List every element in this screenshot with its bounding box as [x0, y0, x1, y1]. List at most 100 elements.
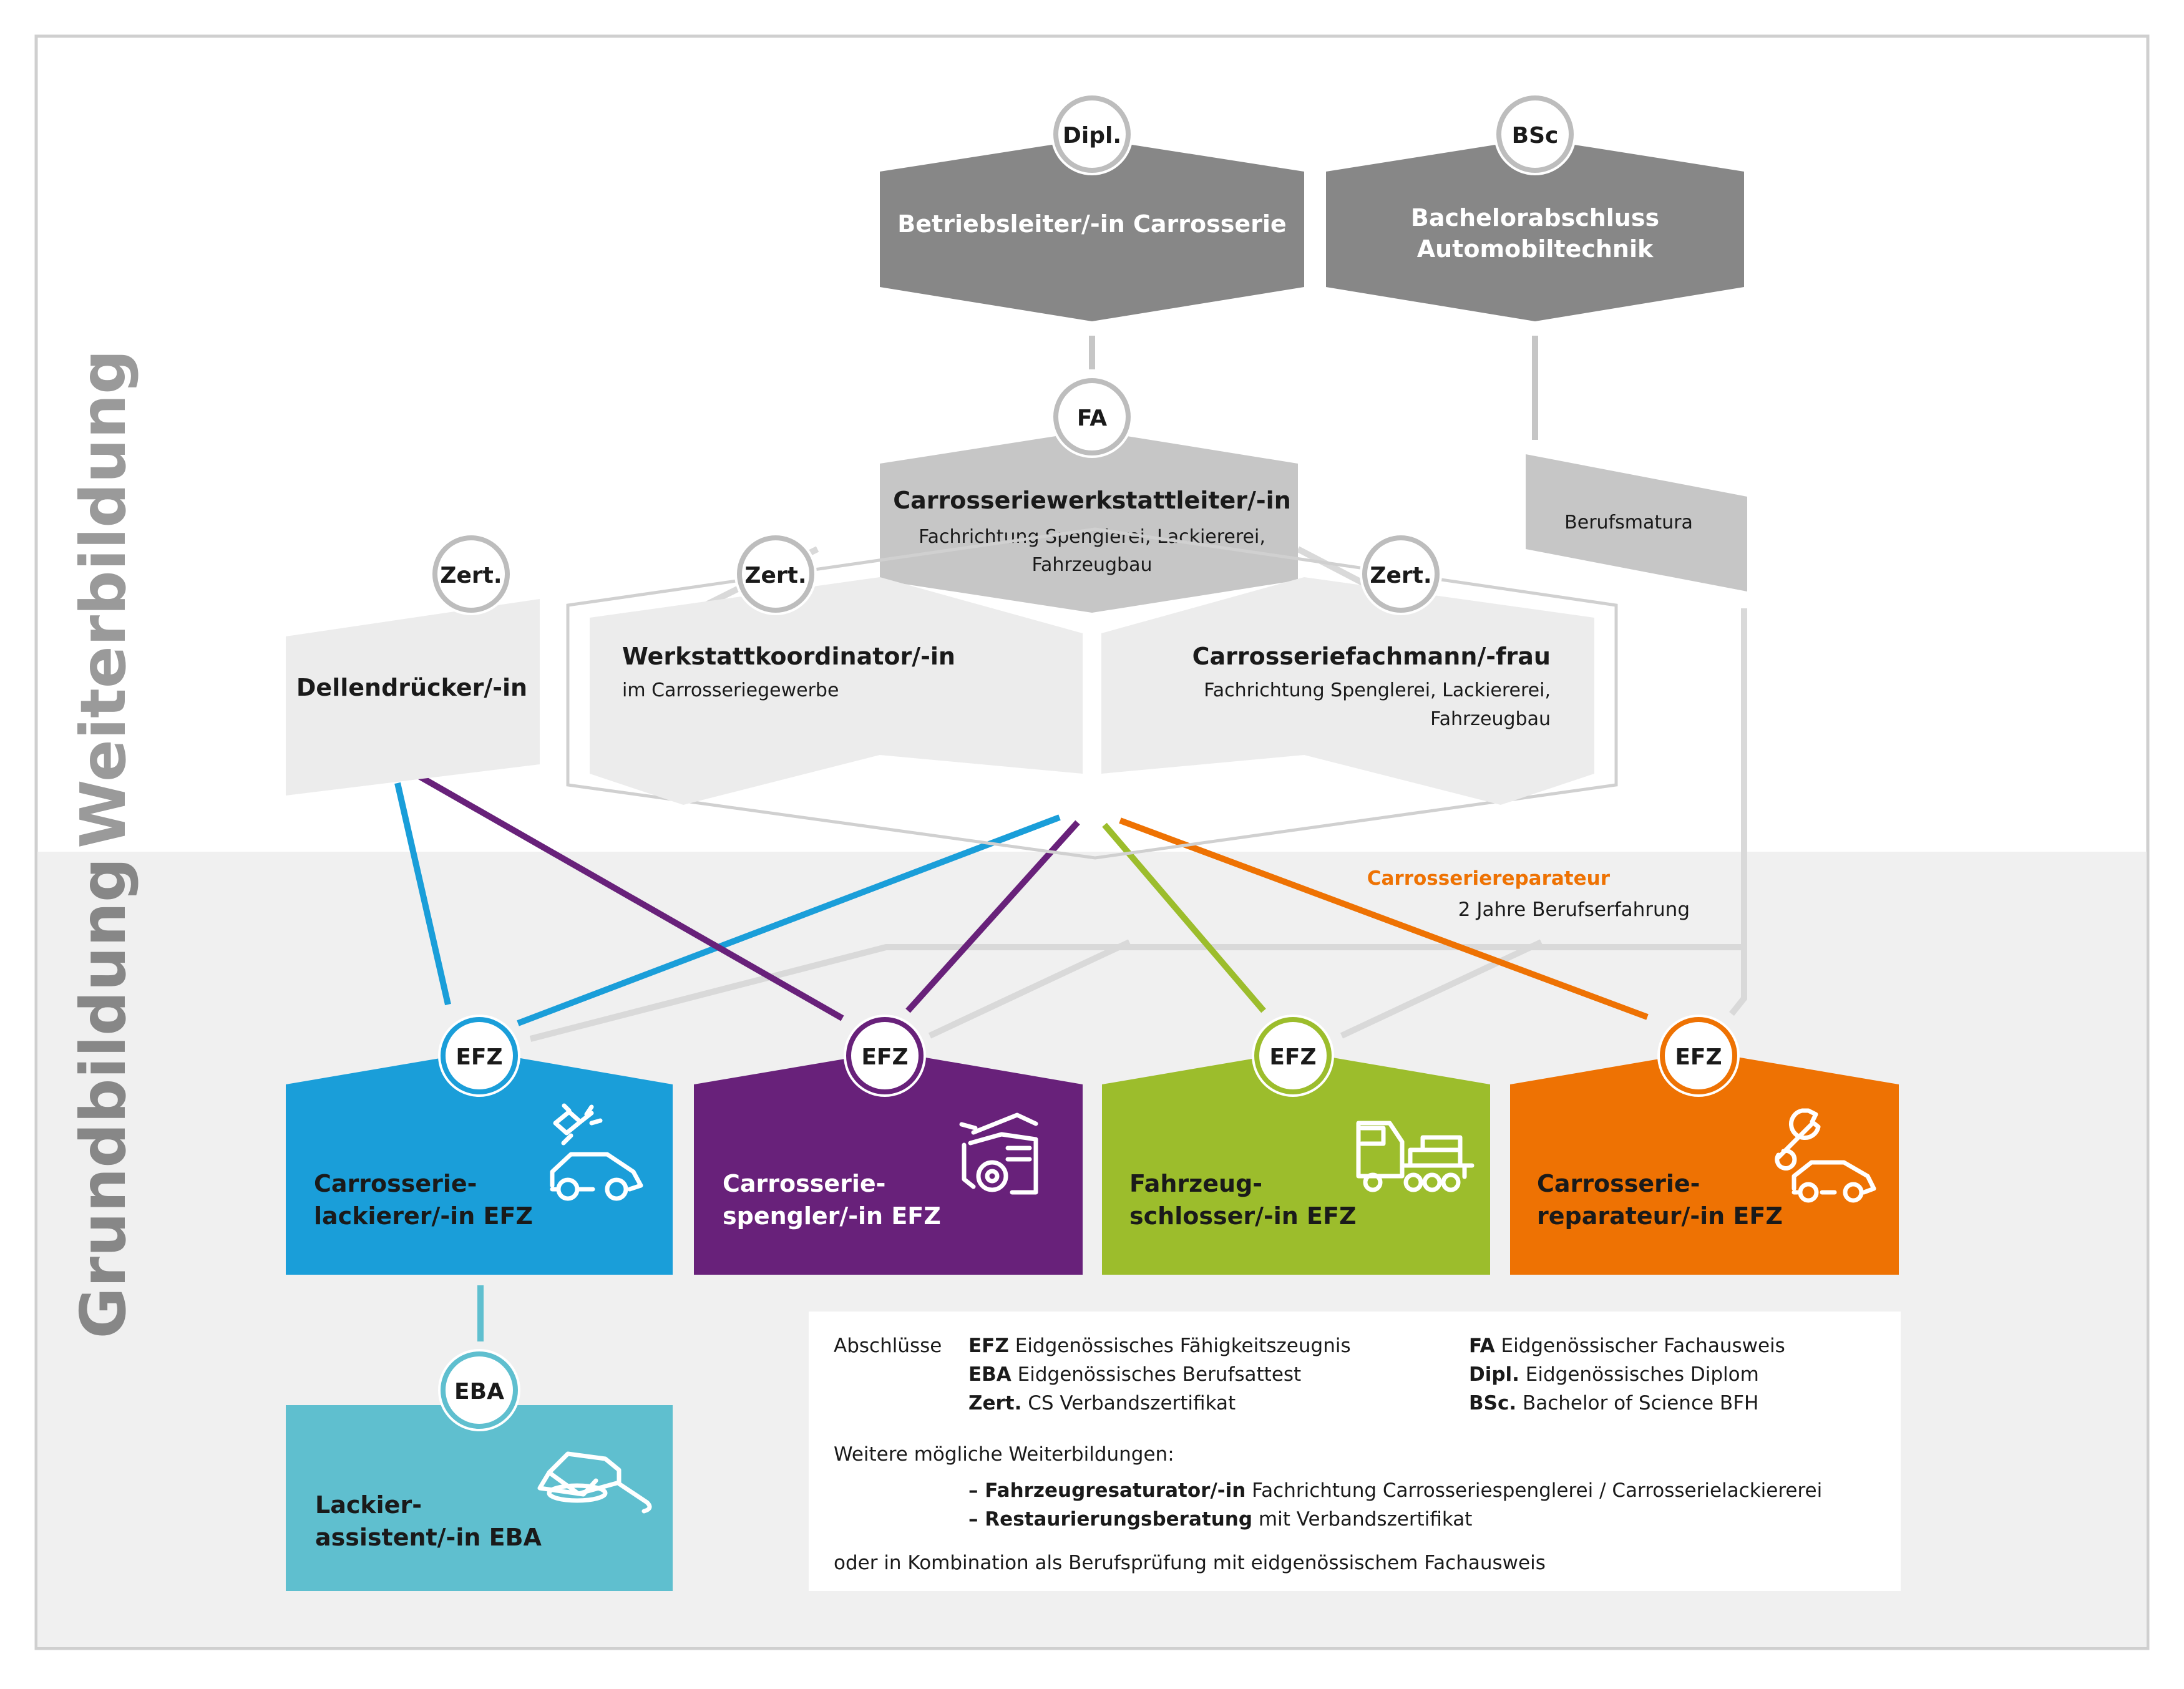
- efz-box-lackierer: [286, 1051, 673, 1275]
- wrench-car-icon: [1775, 1108, 1876, 1203]
- legend-text: Eidgenössischer Fachausweis: [1494, 1335, 1785, 1357]
- line-blue-zert: [517, 814, 1061, 1026]
- bachelor-label-line1: Bachelorabschluss: [1411, 204, 1659, 231]
- carrosseriefachmann-sub-line2: Fahrzeugbau: [1430, 708, 1551, 730]
- efz-label-spengler-line1: Carrosserie-: [723, 1170, 885, 1197]
- legend-label: Abschlüsse: [834, 1335, 942, 1357]
- further-training-detail: Fachrichtung Carrosseriespenglerei / Car…: [1246, 1479, 1823, 1502]
- berufsmatura-box: [1526, 454, 1747, 591]
- section-label-weiterbildung: Weiterbildung: [67, 349, 140, 848]
- truck-icon: [1356, 1121, 1475, 1192]
- legend-item: Zert. CS Verbandszertifikat: [968, 1389, 1351, 1418]
- legend-text: Eidgenössisches Berufsattest: [1011, 1363, 1302, 1386]
- further-training-name: – Restaurierungsberatung: [968, 1508, 1253, 1531]
- legend-item: BSc. Bachelor of Science BFH: [1469, 1389, 1785, 1418]
- legend-abbr: Dipl.: [1469, 1363, 1519, 1386]
- legend-item: EFZ Eidgenössisches Fähigkeitszeugnis: [968, 1331, 1351, 1360]
- svg-text:EFZ: EFZ: [1269, 1044, 1316, 1070]
- line-purple-zert: [905, 820, 1080, 1013]
- badge-zert-dellendruecker: Zert.: [430, 533, 512, 615]
- section-label-grundbildung: Grundbildung: [67, 857, 140, 1338]
- werkstattkoordinator-box: [590, 577, 1083, 805]
- badge-dipl: Dipl.: [1051, 93, 1133, 175]
- pathway-lines: [394, 772, 1649, 1026]
- carrosseriefachmann-box: [1101, 577, 1594, 805]
- legend-abbr: FA: [1469, 1335, 1495, 1357]
- efz-label-reparateur-line2: reparateur/-in EFZ: [1537, 1202, 1783, 1230]
- berufsmatura-label: Berufsmatura: [1564, 512, 1693, 533]
- line-orange-zert: [1119, 817, 1649, 1020]
- legend-text: Eidgenössisches Fähigkeitszeugnis: [1008, 1335, 1351, 1357]
- efz-box-spengler: [694, 1051, 1083, 1275]
- legend-item: EBA Eidgenössisches Berufsattest: [968, 1360, 1351, 1389]
- svg-text:EBA: EBA: [454, 1379, 504, 1404]
- efz-label-schlosser-line2: schlosser/-in EFZ: [1129, 1202, 1357, 1230]
- betriebsleiter-label: Betriebsleiter/-in Carrosserie: [897, 210, 1286, 238]
- further-training-list: – Fahrzeugresaturator/-in Fachrichtung C…: [968, 1476, 1822, 1534]
- dellendruecker-box: [286, 599, 540, 796]
- further-training-title: Weitere mögliche Weiterbildungen:: [834, 1443, 1174, 1466]
- line-green-zert: [1102, 822, 1266, 1013]
- svg-text:BSc: BSc: [1512, 123, 1559, 148]
- legend-item: Dipl. Eidgenössisches Diplom: [1469, 1360, 1785, 1389]
- badge-fa: FA: [1051, 376, 1133, 458]
- note-title: Carrosseriereparateur: [1367, 867, 1611, 890]
- svg-text:FA: FA: [1077, 406, 1107, 431]
- connector-berufsmatura: [1729, 608, 1747, 1016]
- polisher-icon: [537, 1451, 652, 1514]
- further-training-name: – Fahrzeugresaturator/-in: [968, 1479, 1246, 1502]
- badge-efz-schlosser: EFZ: [1252, 1015, 1334, 1097]
- efz-box-reparateur: [1510, 1051, 1899, 1275]
- legend-text: CS Verbandszertifikat: [1021, 1392, 1236, 1414]
- legend-text: Eidgenössisches Diplom: [1519, 1363, 1759, 1386]
- car-hood-icon: [959, 1112, 1038, 1195]
- werkstattleiter-sub-line2: Fahrzeugbau: [1032, 554, 1153, 576]
- connector-base-2: [928, 939, 1131, 1039]
- efz-label-schlosser-line1: Fahrzeug-: [1129, 1170, 1262, 1197]
- legend-item: FA Eidgenössischer Fachausweis: [1469, 1331, 1785, 1360]
- further-training-item: – Restaurierungsberatung mit Verbandszer…: [968, 1505, 1822, 1534]
- svg-text:Zert.: Zert.: [440, 563, 502, 588]
- legend-column-left: EFZ Eidgenössisches Fähigkeitszeugnis EB…: [968, 1331, 1351, 1418]
- svg-text:EFZ: EFZ: [1675, 1044, 1722, 1070]
- efz-label-spengler-line2: spengler/-in EFZ: [723, 1202, 941, 1230]
- legend-abbr: BSc.: [1469, 1392, 1517, 1414]
- svg-text:Zert.: Zert.: [1370, 563, 1431, 588]
- legend-column-right: FA Eidgenössischer Fachausweis Dipl. Eid…: [1469, 1331, 1785, 1418]
- zert-group-outline: [566, 527, 1618, 860]
- badge-bsc: BSc: [1494, 93, 1576, 175]
- line-blue-dellen: [394, 782, 451, 1006]
- werkstattkoordinator-title: Werkstattkoordinator/-in: [622, 643, 955, 670]
- legend-abbr: EFZ: [968, 1335, 1009, 1357]
- further-training-item: – Fahrzeugresaturator/-in Fachrichtung C…: [968, 1476, 1822, 1505]
- eba-box: [286, 1405, 673, 1591]
- dellendruecker-label: Dellendrücker/-in: [296, 674, 527, 701]
- eba-label-line2: assistent/-in EBA: [315, 1524, 542, 1551]
- line-purple-dellen: [415, 772, 844, 1021]
- legend-text: Bachelor of Science BFH: [1516, 1392, 1759, 1414]
- carrosseriefachmann-title: Carrosseriefachmann/-frau: [1192, 643, 1551, 670]
- svg-text:Zert.: Zert.: [744, 563, 806, 588]
- svg-text:EFZ: EFZ: [861, 1044, 908, 1070]
- spray-car-icon: [550, 1103, 643, 1201]
- badge-eba: EBA: [438, 1349, 520, 1431]
- badge-efz-spengler: EFZ: [844, 1015, 926, 1097]
- bachelor-label-line2: Automobiltechnik: [1417, 235, 1654, 263]
- legend-abbr: EBA: [968, 1363, 1012, 1386]
- badge-efz-reparateur: EFZ: [1657, 1015, 1740, 1097]
- combination-note: oder in Kombination als Berufsprüfung mi…: [834, 1552, 1546, 1574]
- badge-zert-fachmann: Zert.: [1360, 533, 1442, 615]
- badge-efz-lackierer: EFZ: [438, 1015, 520, 1097]
- werkstattkoordinator-sub: im Carrosseriegewerbe: [622, 679, 839, 701]
- efz-box-schlosser: [1102, 1051, 1490, 1275]
- efz-label-lackierer-line2: lackierer/-in EFZ: [314, 1202, 533, 1230]
- svg-text:EFZ: EFZ: [456, 1044, 502, 1070]
- efz-label-reparateur-line1: Carrosserie-: [1537, 1170, 1700, 1197]
- note-sub: 2 Jahre Berufserfahrung: [1458, 898, 1690, 921]
- bachelor-box: [1326, 139, 1744, 321]
- efz-label-lackierer-line1: Carrosserie-: [314, 1170, 477, 1197]
- werkstattleiter-title: Carrosseriewerkstattleiter/-in: [893, 487, 1291, 514]
- werkstattleiter-box: [880, 431, 1298, 613]
- badge-zert-koordinator: Zert.: [734, 533, 817, 615]
